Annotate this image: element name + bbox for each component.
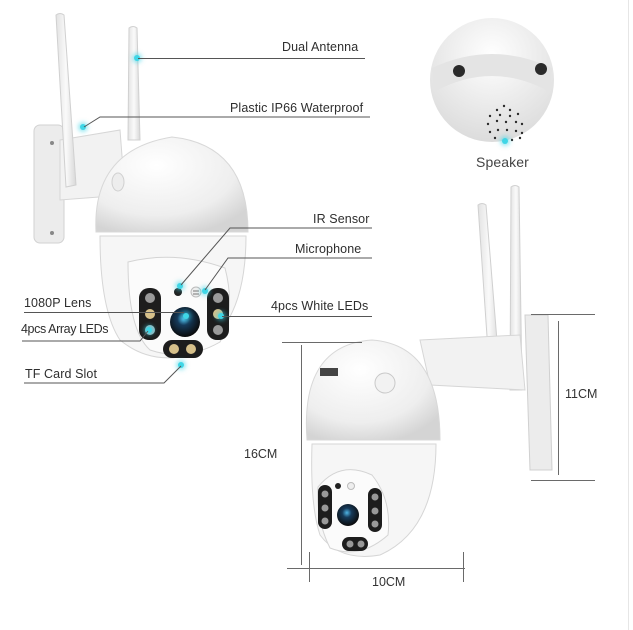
width-dimension-left-tick — [309, 552, 310, 582]
tf-card-label: TF Card Slot — [25, 367, 98, 381]
mount-dimension-label: 11CM — [565, 387, 598, 401]
speaker-marker — [502, 138, 508, 144]
dual-antenna-leader-line — [138, 58, 365, 59]
height-dimension-top-tick — [282, 342, 362, 343]
microphone-label: Microphone — [295, 242, 362, 256]
mount-dimension-line — [558, 321, 559, 475]
array-leds-label: 4pcs Array LEDs — [21, 322, 109, 336]
width-dimension-right-tick — [463, 552, 464, 582]
white-leds-leader-line — [222, 316, 372, 317]
width-dimension-label: 10CM — [372, 575, 406, 589]
waterproof-label: Plastic IP66 Waterproof — [230, 101, 364, 115]
height-dimension-line — [301, 345, 302, 565]
width-dimension-line — [287, 568, 465, 569]
dual-antenna-marker — [134, 55, 140, 61]
height-dimension-label: 16CM — [244, 447, 278, 461]
waterproof-marker — [80, 124, 86, 130]
array-leds-marker — [146, 327, 152, 333]
ir-sensor-marker — [177, 283, 183, 289]
mount-dimension-bottom-tick — [531, 480, 595, 481]
lens-leader-line — [24, 312, 184, 313]
lens-label: 1080P Lens — [24, 296, 92, 310]
microphone-marker — [202, 288, 208, 294]
white-leds-marker — [218, 313, 224, 319]
lens-marker — [183, 313, 189, 319]
right-edge-divider — [628, 0, 629, 630]
speaker-label: Speaker — [476, 154, 529, 170]
dual-antenna-label: Dual Antenna — [282, 40, 359, 54]
mount-dimension-top-tick — [531, 314, 595, 315]
white-leds-label: 4pcs White LEDs — [271, 299, 369, 313]
ir-sensor-label: IR Sensor — [313, 212, 370, 226]
tf-card-marker — [178, 362, 184, 368]
